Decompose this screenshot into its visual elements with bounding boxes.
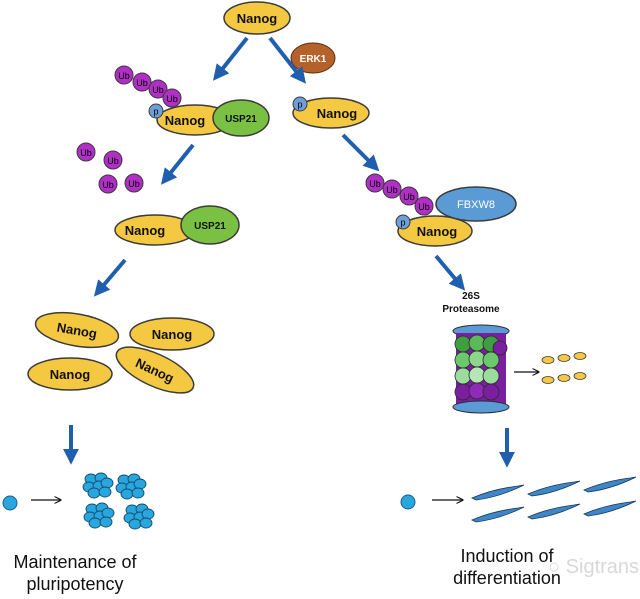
svg-text:Nanog: Nanog — [317, 106, 358, 121]
arrow-left-3 — [93, 258, 127, 297]
differentiated-cell-1 — [471, 484, 525, 501]
svg-text:Ub: Ub — [107, 156, 119, 166]
svg-text:Nanog: Nanog — [125, 223, 166, 238]
svg-text:Ub: Ub — [102, 180, 114, 190]
stem-cell-left — [2, 495, 18, 511]
differentiated-cell-5 — [527, 503, 581, 520]
nanog-top: Nanog — [223, 1, 291, 35]
released-ubiquitins: Ub Ub Ub Ub — [76, 142, 144, 194]
svg-text:Nanog: Nanog — [56, 320, 98, 342]
stable-nanog-cluster: Nanog Nanog Nanog Nanog — [27, 311, 215, 394]
ub-nanog-fbxw8-complex: Nanog FBXW8 p Ub Ub Ub Ub — [365, 173, 517, 247]
degraded-peptides — [541, 352, 587, 384]
ubiquitin-chain: Ub Ub Ub Ub — [365, 173, 434, 216]
nanog-usp21-complex: Nanog USP21 — [114, 205, 240, 246]
differentiated-cell-2 — [527, 480, 581, 497]
pluripotent-colonies — [82, 472, 155, 530]
svg-text:Ub: Ub — [166, 94, 178, 104]
arrow-top-left — [213, 36, 249, 81]
ubiquitin-chain: Ub Ub Ub Ub — [114, 65, 182, 108]
svg-text:Ub: Ub — [118, 71, 130, 81]
proteasome: 26S Proteasome — [442, 291, 510, 414]
arrow-left-2 — [160, 143, 195, 185]
differentiated-cells — [471, 476, 637, 523]
svg-text:Nanog: Nanog — [165, 113, 206, 128]
svg-text:p: p — [400, 218, 405, 228]
differentiated-cell-4 — [471, 506, 525, 523]
svg-text:Nanog: Nanog — [152, 327, 193, 342]
svg-text:Ub: Ub — [152, 85, 164, 95]
arrow-right-3 — [434, 254, 466, 291]
svg-text:Ub: Ub — [136, 78, 148, 88]
svg-text:Nanog: Nanog — [50, 367, 91, 382]
svg-text:FBXW8: FBXW8 — [457, 199, 495, 211]
watermark-text: Sigtrans — [565, 556, 640, 578]
erk1-kinase: ERK1 — [290, 42, 336, 74]
svg-text:p: p — [153, 107, 158, 117]
svg-text:USP21: USP21 — [194, 221, 226, 232]
arrow-top-right — [268, 36, 306, 84]
svg-text:Ub: Ub — [403, 192, 415, 202]
svg-text:Ub: Ub — [128, 179, 140, 189]
svg-text:Nanog: Nanog — [237, 11, 278, 26]
caption-maintenance-line2: pluripotency — [26, 574, 124, 594]
colony-1 — [82, 472, 114, 499]
svg-text:Proteasome: Proteasome — [442, 304, 500, 315]
caption-induction-line1: Induction of — [460, 546, 554, 566]
differentiated-cell-3 — [583, 476, 637, 493]
svg-text:Nanog: Nanog — [417, 224, 458, 239]
phospho-site — [292, 96, 308, 112]
phospho-site — [148, 103, 164, 119]
svg-text:Ub: Ub — [80, 148, 92, 158]
svg-text:26S: 26S — [462, 291, 480, 302]
watermark-icon: ○ — [548, 556, 561, 578]
phospho-site — [395, 214, 411, 230]
svg-text:p: p — [297, 100, 302, 110]
colony-4 — [123, 503, 155, 530]
differentiated-cell-6 — [583, 500, 637, 517]
svg-text:ERK1: ERK1 — [300, 54, 327, 65]
svg-text:Ub: Ub — [369, 179, 381, 189]
watermark: ○ Sigtrans — [548, 556, 639, 579]
phospho-nanog: Nanog p — [292, 96, 370, 129]
stem-cell-right — [400, 494, 416, 510]
colony-2 — [115, 473, 147, 500]
svg-text:Ub: Ub — [386, 185, 398, 195]
colony-3 — [83, 502, 115, 529]
caption-maintenance-line1: Maintenance of — [13, 552, 137, 572]
svg-text:Ub: Ub — [418, 202, 430, 212]
svg-text:USP21: USP21 — [225, 114, 257, 125]
arrow-right-2 — [341, 133, 380, 172]
caption-induction-line2: differentiation — [453, 568, 561, 588]
caption-maintenance: Maintenance of pluripotency — [0, 551, 150, 595]
ub-nanog-usp21-complex: Nanog USP21 p Ub Ub Ub Ub — [114, 65, 270, 137]
caption-induction: Induction of differentiation — [432, 545, 582, 589]
